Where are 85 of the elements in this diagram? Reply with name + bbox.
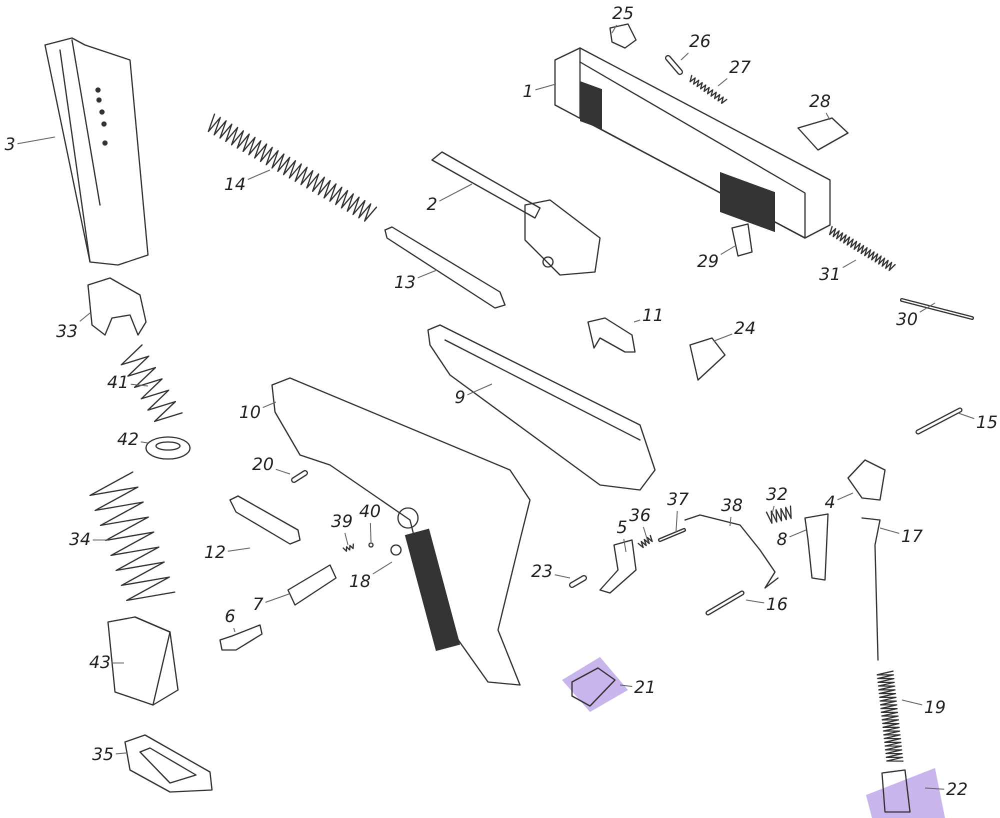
leader-line (370, 522, 372, 542)
callout-number: 38 (721, 497, 743, 515)
leader-line (676, 510, 678, 532)
callout-number: 26 (689, 33, 711, 51)
leader-line (275, 468, 290, 474)
leader-line (130, 384, 148, 386)
leader-line (836, 492, 854, 500)
callout-number: 23 (531, 563, 553, 581)
leader-line (79, 312, 90, 322)
callout-number: 39 (331, 513, 353, 531)
callout-number: 29 (697, 253, 719, 271)
leader-line (902, 700, 923, 706)
callout-number: 14 (224, 176, 246, 194)
callout-number: 33 (56, 323, 78, 341)
callout-number: 22 (946, 781, 968, 799)
leader-line (958, 412, 975, 420)
leader-line (880, 528, 900, 534)
leader-line (826, 112, 830, 120)
leader-line (620, 684, 633, 687)
leader-line (924, 788, 945, 790)
callout-number: 7 (252, 596, 264, 614)
callout-number: 31 (819, 266, 841, 284)
callout-number: 8 (776, 531, 788, 549)
leader-line (919, 302, 936, 313)
leader-line (772, 506, 775, 514)
callout-number: 9 (454, 389, 466, 407)
leader-line (112, 662, 124, 664)
callout-number: 20 (252, 456, 274, 474)
callout-number: 32 (766, 486, 788, 504)
leader-line (714, 334, 733, 342)
leader-line (718, 78, 728, 86)
callout-number: 18 (349, 573, 371, 591)
leader-line (227, 548, 250, 552)
callout-number: 5 (616, 519, 628, 537)
leader-line (417, 270, 438, 278)
callout-number: 4 (824, 494, 836, 512)
callout-number: 10 (239, 404, 261, 422)
callout-number: 36 (629, 507, 651, 525)
leader-line (233, 628, 236, 632)
callout-number: 24 (734, 320, 756, 338)
leader-line (623, 538, 626, 552)
callout-number: 41 (107, 374, 129, 392)
callout-number: 42 (117, 431, 139, 449)
callout-number: 15 (976, 414, 998, 432)
callout-number: 25 (612, 5, 634, 23)
leader-line (264, 594, 290, 603)
callout-number: 2 (426, 196, 438, 214)
leader-line (720, 246, 736, 255)
callout-number: 27 (729, 59, 751, 77)
callout-number: 37 (667, 491, 689, 509)
leader-line (634, 320, 641, 322)
leader-line (438, 184, 472, 202)
leader-line (746, 600, 765, 604)
leader-line (612, 24, 618, 34)
callout-number: 43 (89, 654, 111, 672)
leader-line (534, 84, 556, 90)
callout-number: 13 (394, 274, 416, 292)
callout-number: 34 (69, 531, 91, 549)
leader-line (842, 260, 856, 268)
leader-line (16, 136, 56, 144)
leader-line (680, 52, 689, 60)
leader-line (344, 532, 348, 546)
callout-number: 6 (224, 608, 236, 626)
callout-number: 16 (766, 596, 788, 614)
callout-number: 11 (642, 307, 664, 325)
callout-number: 35 (92, 746, 114, 764)
callout-number: 21 (634, 679, 656, 697)
callout-number: 12 (204, 544, 226, 562)
callout-number: 30 (896, 311, 918, 329)
leader-line (730, 516, 732, 526)
leader-line (372, 562, 392, 574)
callout-number: 28 (809, 93, 831, 111)
leader-line (140, 441, 148, 444)
callout-number: 1 (522, 83, 534, 101)
callout-number: 19 (924, 699, 946, 717)
callout-number: 3 (4, 136, 16, 154)
leader-line (788, 530, 806, 538)
leader-line (247, 170, 270, 180)
leader-line (642, 526, 648, 542)
leader-line (466, 384, 492, 396)
leader-line (115, 752, 126, 754)
leader-line (554, 574, 570, 578)
leader-line (262, 402, 276, 408)
callout-number: 17 (901, 528, 923, 546)
callout-number: 40 (359, 503, 381, 521)
